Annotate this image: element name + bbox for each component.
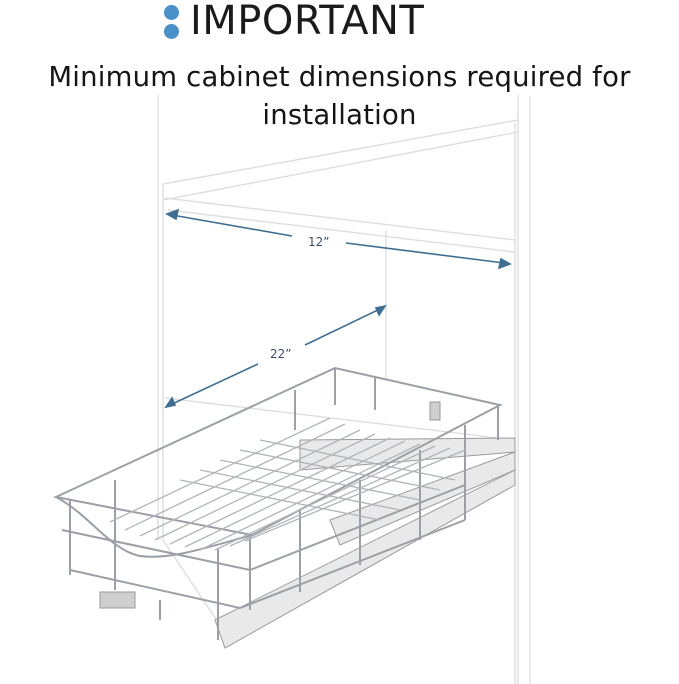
subtitle-line-2: installation <box>262 99 417 131</box>
depth-dimension-arrow <box>164 304 387 409</box>
arrowhead-top <box>374 304 387 317</box>
header: IMPORTANT <box>0 0 679 44</box>
width-label: 12” <box>308 235 330 249</box>
cabinet-outline <box>157 95 531 684</box>
subtitle-line-1: Minimum cabinet dimensions required for <box>48 61 631 93</box>
arrowhead-right <box>497 257 512 270</box>
arrowhead-bottom <box>164 396 177 409</box>
info-dots-icon <box>164 2 182 42</box>
wire-basket <box>52 366 503 640</box>
depth-label: 22” <box>270 347 292 361</box>
subtitle: Minimum cabinet dimensions required for … <box>0 58 679 134</box>
dot-bottom <box>164 24 179 39</box>
arrowhead-left <box>165 208 180 221</box>
width-dimension-arrow <box>165 208 512 270</box>
dot-top <box>164 5 179 20</box>
page-title: IMPORTANT <box>190 0 425 44</box>
